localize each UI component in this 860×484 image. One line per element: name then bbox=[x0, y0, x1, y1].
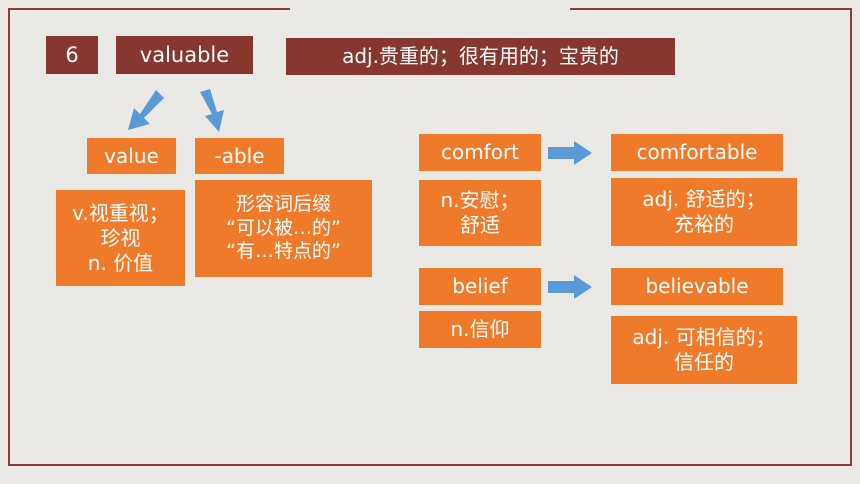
frame-top-right bbox=[570, 8, 852, 10]
suffix-meaning: 形容词后缀 “可以被…的” “有…特点的” bbox=[195, 180, 372, 277]
example-base-meaning: n.信仰 bbox=[419, 311, 541, 348]
root-meaning-line: 珍视 bbox=[100, 225, 141, 250]
suffix-meaning-line: “可以被…的” bbox=[226, 216, 341, 239]
example-derived-meaning-line: adj. 舒适的； bbox=[642, 187, 766, 211]
example-base-meaning-line: n.安慰； bbox=[440, 188, 520, 212]
example-derived-meaning: adj. 可相信的； 信任的 bbox=[611, 316, 797, 384]
example-derived-meaning-line: adj. 可相信的； bbox=[632, 325, 776, 349]
example-derived-meaning-line: 充裕的 bbox=[674, 212, 734, 236]
example-base-meaning-line: 舒适 bbox=[460, 213, 500, 237]
suffix-word: -able bbox=[195, 138, 284, 174]
arrow-right-icon bbox=[548, 141, 592, 165]
root-meaning-line: n. 价值 bbox=[87, 250, 154, 275]
example-derived-meaning: adj. 舒适的； 充裕的 bbox=[611, 178, 797, 246]
frame-left bbox=[8, 8, 10, 466]
frame-bottom bbox=[8, 464, 852, 466]
example-derived-word: believable bbox=[611, 268, 783, 305]
root-meaning: v.视重视； 珍视 n. 价值 bbox=[56, 190, 185, 286]
suffix-meaning-line: 形容词后缀 bbox=[235, 192, 331, 215]
suffix-meaning-line: “有…特点的” bbox=[226, 240, 341, 263]
example-derived-meaning-line: 信任的 bbox=[674, 350, 734, 374]
arrow-right-icon bbox=[548, 275, 592, 299]
example-base-meaning: n.安慰； 舒适 bbox=[419, 180, 541, 246]
headword: valuable bbox=[116, 36, 253, 74]
example-base-meaning-line: n.信仰 bbox=[450, 317, 510, 341]
example-derived-word: comfortable bbox=[611, 134, 783, 171]
example-base-word: belief bbox=[419, 268, 541, 305]
root-word: value bbox=[87, 138, 176, 174]
arrow-down-right-icon bbox=[200, 89, 224, 132]
example-base-word: comfort bbox=[419, 134, 541, 171]
item-number: 6 bbox=[46, 36, 98, 74]
arrow-down-left-icon bbox=[128, 90, 164, 130]
root-meaning-line: v.视重视； bbox=[72, 200, 169, 225]
frame-top-left bbox=[8, 8, 290, 10]
frame-right bbox=[850, 8, 852, 466]
headword-meaning: adj.贵重的；很有用的；宝贵的 bbox=[286, 38, 675, 75]
